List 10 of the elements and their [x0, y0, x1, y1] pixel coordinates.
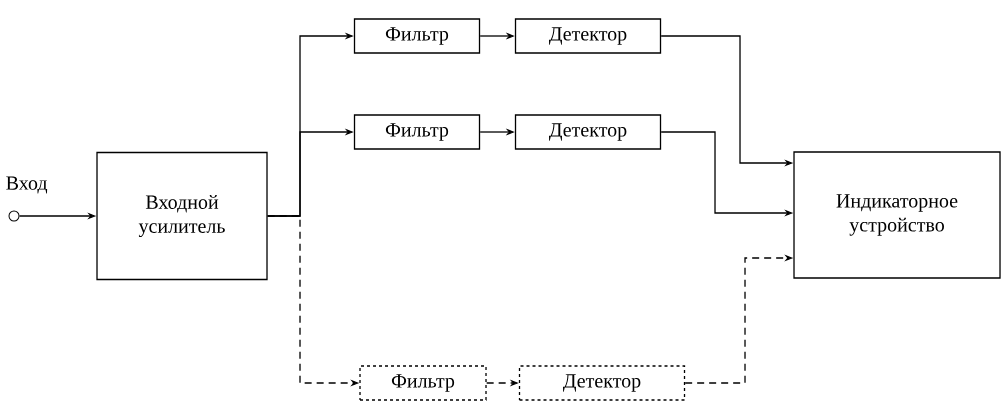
block-box: Детектор [514, 18, 662, 54]
block-box: Индикаторное устройство [793, 151, 1001, 279]
input-label: Вход [6, 176, 48, 194]
block-box: Детектор [518, 365, 686, 401]
block-box: Входной усилитель [96, 151, 268, 281]
block-box: Детектор [514, 114, 662, 150]
block-box: Фильтр [353, 18, 481, 54]
block-box: Фильтр [353, 114, 481, 150]
input-terminal [8, 210, 20, 222]
block-box: Фильтр [359, 365, 487, 401]
